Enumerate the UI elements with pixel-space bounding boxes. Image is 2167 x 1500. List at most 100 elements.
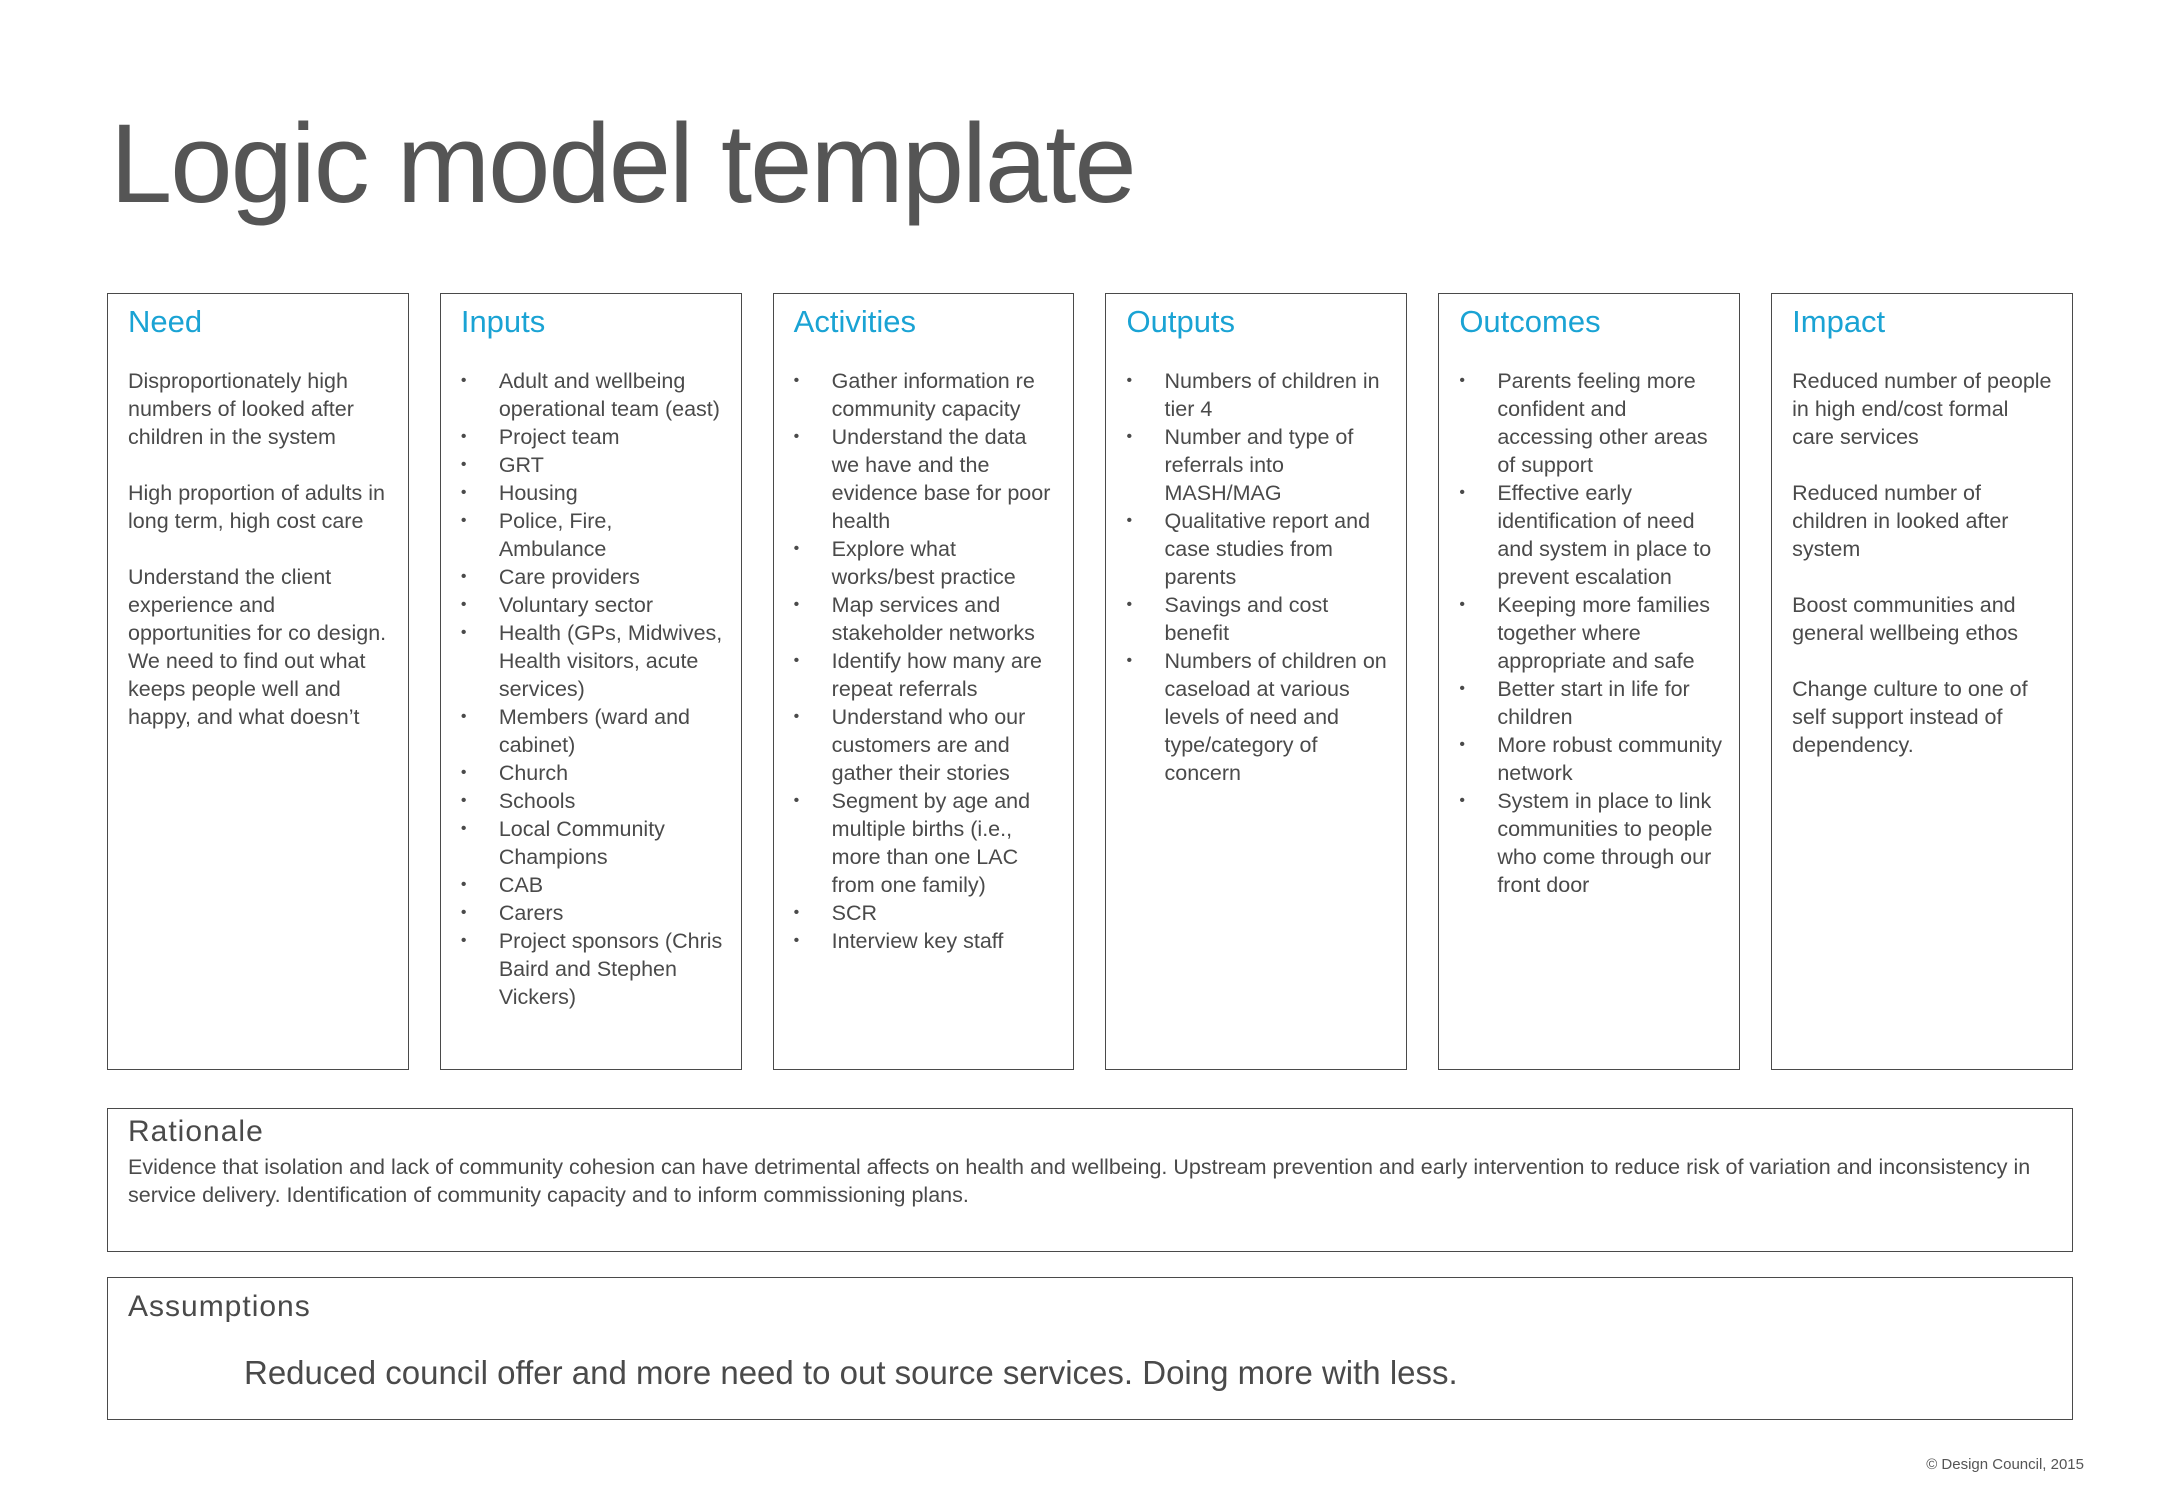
column-paragraph: Reduced number of children in looked aft… <box>1792 480 2009 561</box>
list-item: •Local Community Champions <box>461 815 725 871</box>
list-item: • Keeping more families together where ap… <box>1459 591 1723 675</box>
list-item: •Gather information re community capacit… <box>794 367 1058 423</box>
list-item: • Interview key staff <box>794 927 1058 955</box>
list-item: • Project sponsors (Chris Baird and Steph… <box>461 927 725 1011</box>
bullet-icon: • <box>793 427 800 445</box>
list-item: •CAB <box>461 871 725 899</box>
list-item-text: Police, Fire, Ambulance <box>498 508 613 561</box>
bullet-icon: • <box>460 903 467 921</box>
bullet-icon: • <box>460 511 467 529</box>
column-paragraph: Change culture to one of self support in… <box>1792 676 2028 757</box>
bullet-icon: • <box>460 707 467 725</box>
copyright-notice: © Design Council, 2015 <box>1926 1456 2084 1473</box>
rationale-text: Evidence that isolation and lack of comm… <box>128 1154 2031 1207</box>
column-list: •Numbers of children in tier 4•Number an… <box>1126 367 1390 787</box>
bullet-icon: • <box>1126 427 1133 445</box>
bullet-icon: • <box>460 455 467 473</box>
list-item: •Voluntary sector <box>461 591 725 619</box>
list-item-text: Project team <box>498 424 620 449</box>
list-item-text: Effective early identification of need a… <box>1497 480 1712 589</box>
bullet-icon: • <box>460 567 467 585</box>
assumptions-heading: Assumptions <box>128 1290 311 1323</box>
bullet-icon: • <box>1459 595 1465 613</box>
bullet-icon: • <box>460 371 467 389</box>
list-item-text: Numbers of children on caseload at vario… <box>1164 648 1387 785</box>
list-item: • Numbers of children in tier 4 <box>1126 367 1390 423</box>
list-item: •Segment by age and multiple births (i.e… <box>794 787 1058 899</box>
list-item-text: Numbers of children in tier 4 <box>1164 368 1380 421</box>
column-heading: Outcomes <box>1459 304 1601 339</box>
list-item: •SCR <box>794 899 1058 927</box>
bullet-icon: • <box>1126 371 1133 389</box>
column-heading: Inputs <box>460 304 546 339</box>
list-item-text: Map services and stakeholder networks <box>831 592 1035 645</box>
list-item: •Better start in life for children <box>1459 675 1723 731</box>
list-item: •More robust community network <box>1459 731 1723 787</box>
list-item: •Housing <box>461 479 725 507</box>
list-item: • Adult and wellbeing operational team (e… <box>461 367 725 423</box>
bullet-icon: • <box>793 707 800 725</box>
bullet-icon: • <box>1459 483 1465 501</box>
list-item: • Qualitative report and case studies fro… <box>1126 507 1390 591</box>
bullet-icon: • <box>793 903 800 921</box>
column-paragraph: Understand the client experience and opp… <box>128 564 387 729</box>
list-item-text: Interview key staff <box>831 928 1004 953</box>
assumptions-box: Assumptions Reduced council offer and mo… <box>107 1277 2073 1420</box>
list-item: • Parents feeling more confident and acce… <box>1459 367 1723 479</box>
list-item-text: Understand the data we have and the evid… <box>831 424 1051 533</box>
logic-model-columns: Need Disproportionately high numbers of … <box>107 293 2073 1070</box>
list-item: •Savings and cost benefit <box>1126 591 1390 647</box>
bullet-icon: • <box>460 623 467 641</box>
rationale-heading: Rationale <box>128 1115 264 1148</box>
bullet-icon: • <box>460 875 467 893</box>
bullet-icon: • <box>460 483 467 501</box>
column-heading: Outputs <box>1126 304 1236 339</box>
column-need: Need Disproportionately high numbers of … <box>107 293 409 1070</box>
bullet-icon: • <box>1126 511 1133 529</box>
list-item-text: Parents feeling more confident and acces… <box>1497 368 1708 477</box>
column-paragraph: Reduced number of people in high end/cos… <box>1792 368 2052 449</box>
bullet-icon: • <box>793 931 800 949</box>
bullet-icon: • <box>460 427 467 445</box>
list-item: •Understand who our customers are and ga… <box>794 703 1058 787</box>
column-impact: Impact Reduced number of people in high … <box>1771 293 2073 1070</box>
list-item-text: Adult and wellbeing operational team (ea… <box>498 368 720 421</box>
list-item: • Effective early identification of need … <box>1459 479 1723 591</box>
list-item: • Numbers of children on caseload at vari… <box>1126 647 1390 787</box>
list-item-text: Carers <box>498 900 564 925</box>
bullet-icon: • <box>1459 791 1465 809</box>
list-item-text: Savings and cost benefit <box>1164 592 1329 645</box>
page-title: Logic model template <box>110 101 1137 226</box>
column-list: • Adult and wellbeing operational team (e… <box>461 367 725 1011</box>
list-item: • Understand the data we have and the evi… <box>794 423 1058 535</box>
list-item-text: Church <box>498 760 569 785</box>
list-item-text: Qualitative report and case studies from… <box>1164 508 1371 589</box>
list-item: • Carers <box>461 899 725 927</box>
bullet-icon: • <box>1459 371 1465 389</box>
list-item-text: GRT <box>498 452 544 477</box>
column-inputs: Inputs • Adult and wellbeing operational … <box>439 293 742 1070</box>
list-item: • GRT <box>461 451 725 479</box>
bullet-icon: • <box>793 539 800 557</box>
bullet-icon: • <box>1459 679 1465 697</box>
list-item: • Church <box>461 759 725 787</box>
list-item-text: Local Community Champions <box>498 816 665 869</box>
bullet-icon: • <box>460 931 467 949</box>
list-item-text: Voluntary sector <box>498 592 653 617</box>
bullet-icon: • <box>460 763 467 781</box>
list-item: • Explore what works/best practice <box>794 535 1058 591</box>
list-item: • Police, Fire, Ambulance <box>461 507 725 563</box>
list-item-text: Gather information re community capacity <box>831 368 1035 421</box>
list-item: • Project team <box>461 423 725 451</box>
list-item-text: Keeping more families together where app… <box>1497 592 1711 673</box>
list-item-text: Identify how many are repeat referrals <box>831 648 1042 701</box>
bullet-icon: • <box>1126 651 1133 669</box>
column-activities: Activities •Gather information re commun… <box>772 293 1075 1070</box>
bullet-icon: • <box>1459 735 1465 753</box>
list-item-text: Project sponsors (Chris Baird and Stephe… <box>498 928 723 1009</box>
column-outputs: Outputs • Numbers of children in tier 4 • N… <box>1105 293 1408 1070</box>
list-item-text: Explore what works/best practice <box>831 536 1016 589</box>
list-item: •Members (ward and cabinet) <box>461 703 725 759</box>
column-list: • Gather information re community capacit… <box>794 367 1058 955</box>
column-heading: Need <box>128 304 203 339</box>
